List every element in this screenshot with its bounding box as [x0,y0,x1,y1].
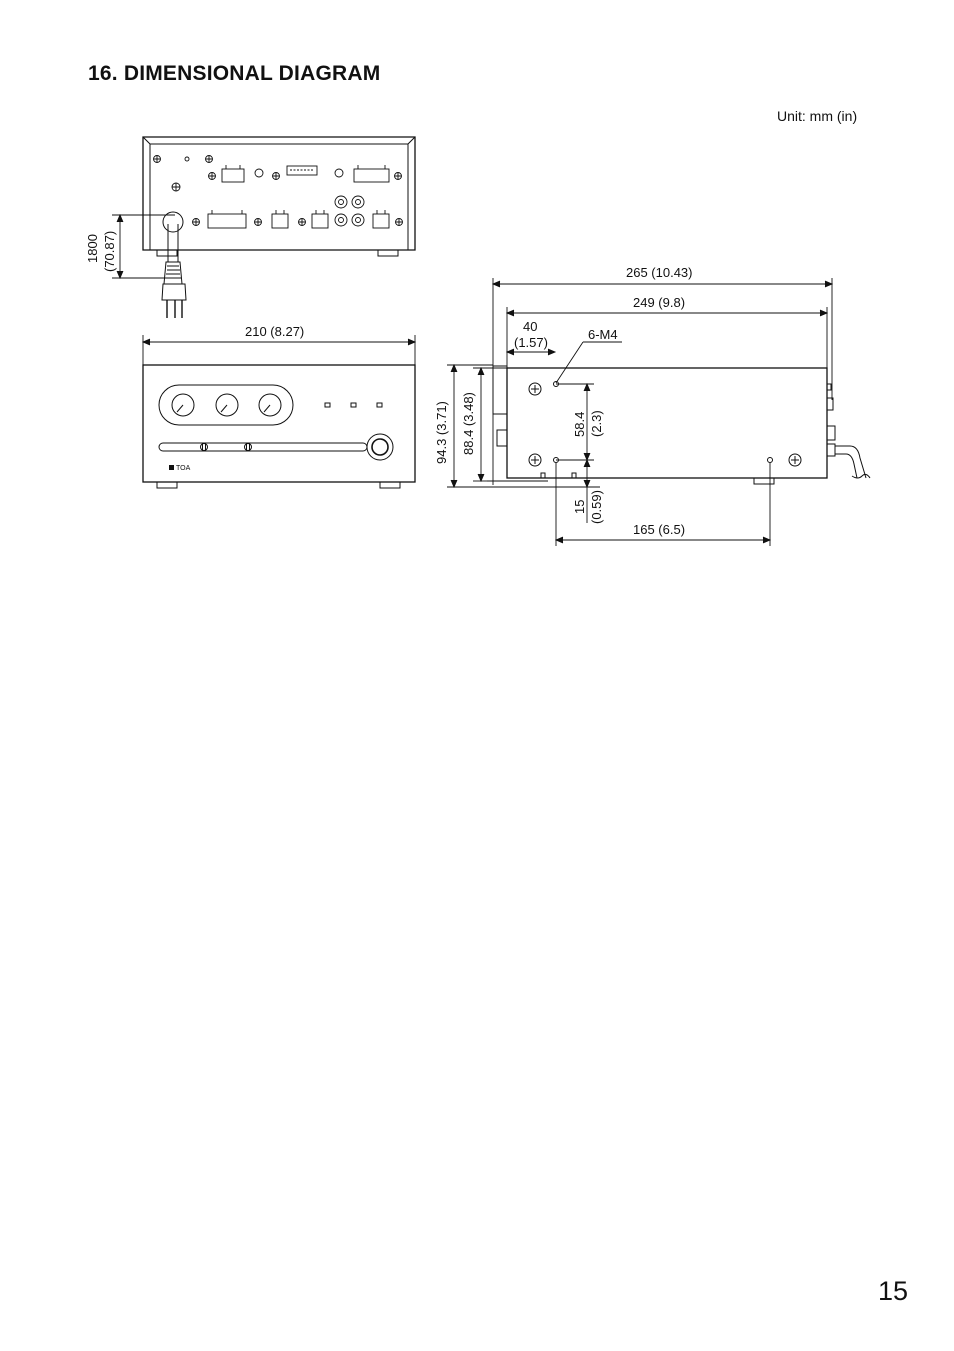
side-view [487,365,871,485]
hole-span-dimension [554,463,772,546]
page-number: 15 [878,1276,909,1306]
hole-pitch-mm: 58.4 [572,412,587,437]
rear-terminals [207,165,390,229]
page-title: 16. DIMENSIONAL DIAGRAM [88,62,381,85]
height-body-label: 88.4 (3.48) [461,392,476,455]
rear-view [142,136,416,318]
hole-offset-dimension [505,348,557,356]
side-length-body-label: 249 (9.8) [633,295,685,310]
front-width-dimension [141,335,417,365]
toa-logo: TOA [176,465,191,472]
hole-offset-in: (1.57) [514,335,548,350]
hole-bottom-dimension [583,458,591,523]
cord-length-in: (70.87) [102,231,117,272]
front-view: TOA [142,364,416,489]
side-length-total-label: 265 (10.43) [626,265,693,280]
height-total-dimension [447,363,600,489]
hole-pitch-in: (2.3) [589,410,604,437]
screw-spec-label: 6-M4 [588,327,618,342]
unit-label: Unit: mm (in) [777,108,858,124]
hole-bottom-mm: 15 [572,500,587,514]
hole-span-label: 165 (6.5) [633,522,685,537]
side-length-body-dimension [505,307,829,368]
height-total-label: 94.3 (3.71) [434,401,449,464]
hole-offset-mm: 40 [523,319,537,334]
power-cord [161,211,187,318]
volume-knobs [171,393,282,417]
front-width-label: 210 (8.27) [245,324,304,339]
height-body-dimension [473,366,507,483]
rear-screws [153,155,403,226]
screw-leader [555,341,622,384]
cord-dimension [112,213,175,280]
cord-length-mm: 1800 [85,234,100,263]
hole-bottom-in: (0.59) [589,490,604,524]
